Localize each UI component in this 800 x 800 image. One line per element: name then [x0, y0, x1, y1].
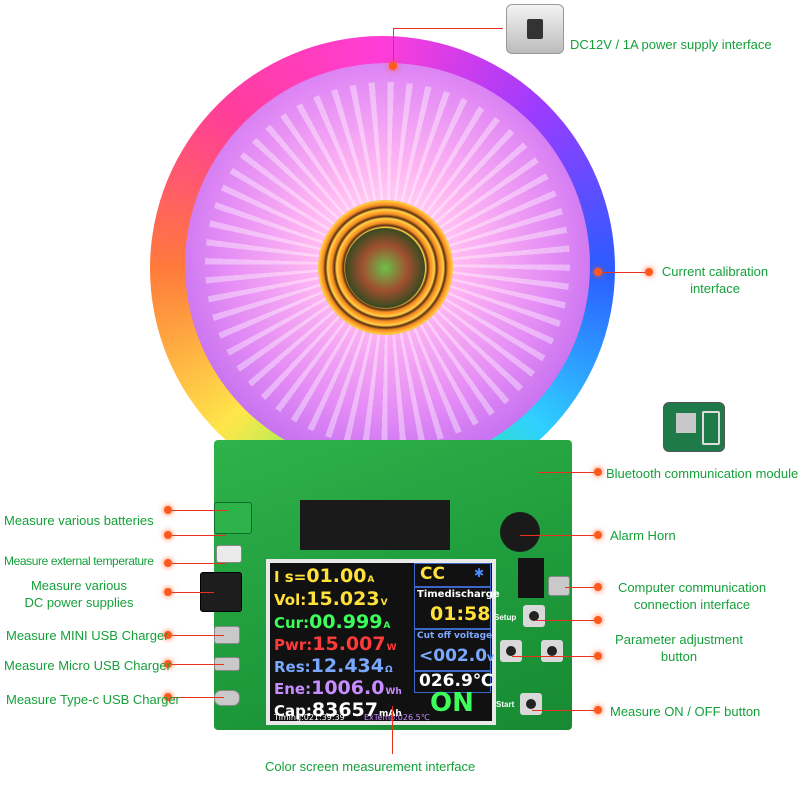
computer-port — [548, 576, 570, 596]
mode-text: CC — [420, 564, 445, 584]
timed-discharge-label: Timedischarge — [417, 589, 500, 600]
pointer-line — [598, 272, 650, 273]
pointer-line — [393, 28, 394, 66]
ext-temp-text: ExTemp:026.5℃ — [364, 713, 430, 722]
temperature-value: 026.9℃ — [419, 671, 494, 691]
pointer-line — [168, 510, 228, 511]
pointer-dot — [645, 268, 653, 276]
pointer-dot — [164, 559, 172, 567]
current-row: Cur:00.999A — [274, 611, 391, 633]
typec-label: Measure Type-c USB Charger — [6, 692, 180, 707]
pointer-line — [536, 620, 600, 621]
timed-discharge-value: 01:58 — [430, 603, 491, 625]
alarm-horn-label: Alarm Horn — [610, 528, 676, 543]
temperature-connector — [216, 545, 242, 563]
setup-silkscreen: Setup — [494, 613, 517, 622]
pointer-dot — [594, 268, 602, 276]
pointer-dot — [594, 583, 602, 591]
cutoff-voltage-value: <002.0V — [419, 646, 494, 666]
pointer-line — [168, 535, 226, 536]
buzzer — [500, 512, 540, 552]
param-left-button[interactable] — [500, 640, 522, 662]
power-row: Pwr:15.007W — [274, 633, 397, 655]
resistance-row: Res:12.434Ω — [274, 655, 393, 677]
bluetooth-module-label: Bluetooth communication module — [606, 466, 799, 481]
dc-supplies-label: Measure various DC power supplies — [24, 578, 134, 610]
energy-row: Ene:1006.0Wh — [274, 677, 402, 699]
bluetooth-module-photo — [663, 402, 725, 452]
pointer-dot — [594, 706, 602, 714]
pointer-dot — [164, 660, 172, 668]
pointer-line — [538, 472, 600, 473]
screen-interface-label: Color screen measurement interface — [265, 759, 476, 774]
typec-port — [214, 690, 240, 706]
bluetooth-icon: ✱ — [474, 566, 485, 580]
start-button[interactable] — [520, 693, 542, 715]
pointer-line — [565, 587, 600, 588]
ic-chip — [518, 558, 544, 598]
pointer-dot — [164, 693, 172, 701]
calibration-interface-label: Current calibration interface — [661, 264, 769, 296]
micro-usb-label: Measure Micro USB Charger — [4, 658, 171, 673]
pointer-dot — [594, 652, 602, 660]
pointer-line — [168, 563, 226, 564]
pointer-line — [168, 697, 224, 698]
pointer-dot — [594, 616, 602, 624]
pointer-line — [393, 28, 503, 29]
pointer-dot — [594, 468, 602, 476]
setup-button[interactable] — [523, 605, 545, 627]
capacity-row: Cap:83657mAh — [274, 699, 402, 721]
computer-interface-label: Computer communication connection interf… — [617, 580, 767, 612]
pointer-dot — [594, 531, 602, 539]
pointer-line — [512, 656, 600, 657]
pointer-line — [168, 592, 214, 593]
power-interface-label: DC12V / 1A power supply interface — [570, 37, 772, 52]
pointer-dot — [164, 588, 172, 596]
pointer-line — [168, 635, 224, 636]
pointer-line — [392, 706, 393, 754]
pointer-dot — [389, 62, 397, 70]
temperature-label: Measure external temperature — [4, 554, 154, 568]
batteries-label: Measure various batteries — [4, 513, 154, 528]
onoff-button-label: Measure ON / OFF button — [610, 704, 761, 719]
pointer-line — [520, 535, 600, 536]
cutoff-voltage-label: Cut off voltage — [417, 631, 493, 641]
pointer-dot — [164, 506, 172, 514]
power-jack-photo — [506, 4, 564, 54]
fan-center — [345, 228, 425, 308]
param-right-button[interactable] — [541, 640, 563, 662]
set-current-row: I s=01.00A — [274, 565, 375, 587]
pointer-dot — [164, 531, 172, 539]
mini-usb-label: Measure MINI USB Charger — [6, 628, 169, 643]
pointer-line — [168, 664, 224, 665]
pointer-line — [532, 710, 600, 711]
timing-text: Timing:021:39:39 — [274, 713, 345, 722]
start-silkscreen: Start — [496, 700, 515, 709]
on-state: ON — [430, 688, 474, 718]
chip — [300, 500, 450, 550]
parameter-button-label: Parameter adjustment button — [615, 632, 743, 664]
battery-terminal — [214, 502, 252, 534]
pointer-dot — [164, 631, 172, 639]
voltage-row: Vol:15.023V — [274, 588, 388, 610]
color-screen: I s=01.00A Vol:15.023V Cur:00.999A Pwr:1… — [266, 559, 500, 725]
